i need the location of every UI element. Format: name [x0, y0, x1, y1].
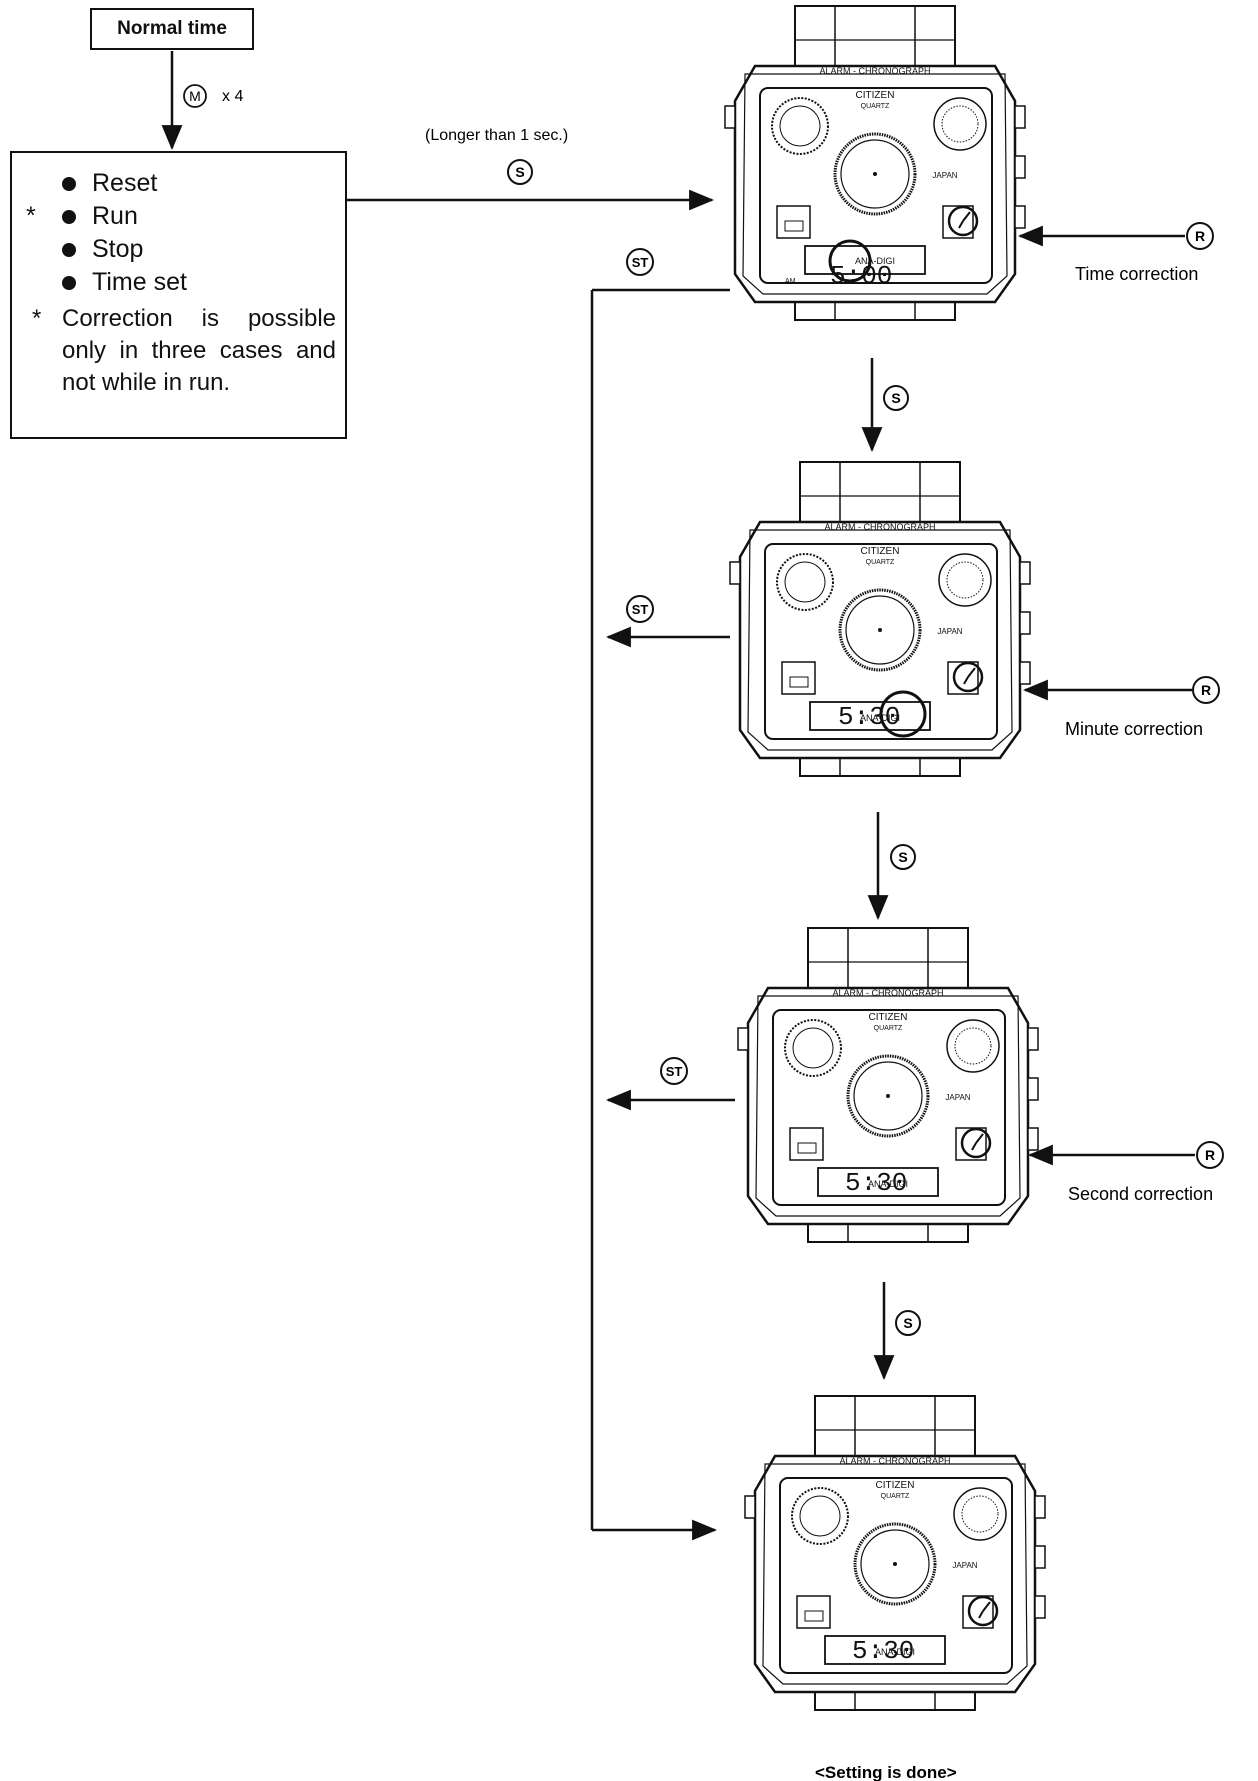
badge-s-1: S — [507, 159, 533, 185]
svg-text:CITIZEN: CITIZEN — [856, 90, 895, 101]
mode-list: Reset *Run Stop Time set — [26, 167, 187, 299]
normal-time-label: Normal time — [117, 18, 227, 39]
svg-text:QUARTZ: QUARTZ — [861, 103, 890, 110]
mode-run: *Run — [26, 202, 138, 230]
svg-text:CITIZEN: CITIZEN — [876, 1480, 915, 1491]
svg-text:5:00: 5:00 — [830, 261, 892, 291]
badge-r-3: R — [1196, 1141, 1224, 1169]
mode-stop: Stop — [62, 233, 187, 266]
setting-done-label: <Setting is done> — [815, 1763, 957, 1781]
svg-text:S: S — [898, 849, 907, 865]
svg-text:JAPAN: JAPAN — [945, 1093, 970, 1102]
minute-correction-label: Minute correction — [1065, 719, 1203, 739]
svg-text:M: M — [189, 88, 201, 104]
badge-s-3: S — [890, 844, 916, 870]
badge-r-1: R — [1186, 222, 1214, 250]
svg-text:R: R — [1195, 228, 1205, 244]
svg-text:ST: ST — [632, 255, 649, 270]
svg-text:ANA-DIGI: ANA-DIGI — [855, 256, 895, 266]
svg-text:5:30: 5:30 — [838, 702, 900, 732]
mode-list-box: Reset *Run Stop Time set * Correction is… — [10, 151, 347, 439]
badge-s-2: S — [883, 385, 909, 411]
svg-text:S: S — [903, 1315, 912, 1331]
svg-text:ALARM - CHRONOGRAPH: ALARM - CHRONOGRAPH — [839, 1456, 950, 1466]
svg-text:JAPAN: JAPAN — [932, 171, 957, 180]
svg-text:JAPAN: JAPAN — [937, 627, 962, 636]
badge-st-3: ST — [660, 1057, 688, 1085]
badge-r-2: R — [1192, 676, 1220, 704]
svg-text:5:30: 5:30 — [852, 1636, 914, 1666]
svg-text:x 4: x 4 — [222, 88, 243, 105]
svg-text:JAPAN: JAPAN — [952, 1561, 977, 1570]
svg-text:ALARM - CHRONOGRAPH: ALARM - CHRONOGRAPH — [824, 522, 935, 532]
svg-text:S: S — [891, 390, 900, 406]
svg-text:ANA-DIGI: ANA-DIGI — [875, 1647, 915, 1657]
badge-st-2: ST — [626, 595, 654, 623]
time-correction-label: Time correction — [1075, 264, 1198, 284]
svg-text:5:30: 5:30 — [845, 1168, 907, 1198]
svg-text:R: R — [1201, 682, 1211, 698]
longer-note: (Longer than 1 sec.) — [425, 127, 568, 144]
mode-reset: Reset — [62, 167, 187, 200]
svg-text:QUARTZ: QUARTZ — [874, 1025, 903, 1032]
svg-text:ANA-DIGI: ANA-DIGI — [868, 1179, 908, 1189]
watch-texts: ALARM - CHRONOGRAPH CITIZEN QUARTZ ANA-D… — [785, 66, 978, 1666]
svg-text:S: S — [515, 164, 524, 180]
correction-note: * Correction is possible only in three c… — [32, 305, 336, 396]
svg-text:ALARM - CHRONOGRAPH: ALARM - CHRONOGRAPH — [819, 66, 930, 76]
svg-text:AM: AM — [785, 278, 796, 285]
badge-m: M — [183, 84, 207, 108]
svg-text:R: R — [1205, 1147, 1215, 1163]
svg-text:QUARTZ: QUARTZ — [866, 559, 895, 566]
svg-text:QUARTZ: QUARTZ — [881, 1493, 910, 1500]
svg-text:CITIZEN: CITIZEN — [869, 1012, 908, 1023]
svg-text:ST: ST — [666, 1064, 683, 1079]
normal-time-box: Normal time — [90, 8, 254, 50]
badge-s-4: S — [895, 1310, 921, 1336]
svg-text:CITIZEN: CITIZEN — [861, 546, 900, 557]
badge-st-1: ST — [626, 248, 654, 276]
mode-time-set: Time set — [62, 266, 187, 299]
second-correction-label: Second correction — [1068, 1184, 1213, 1204]
svg-text:ANA-DIGI: ANA-DIGI — [860, 713, 900, 723]
svg-text:ST: ST — [632, 602, 649, 617]
svg-text:ALARM - CHRONOGRAPH: ALARM - CHRONOGRAPH — [832, 988, 943, 998]
